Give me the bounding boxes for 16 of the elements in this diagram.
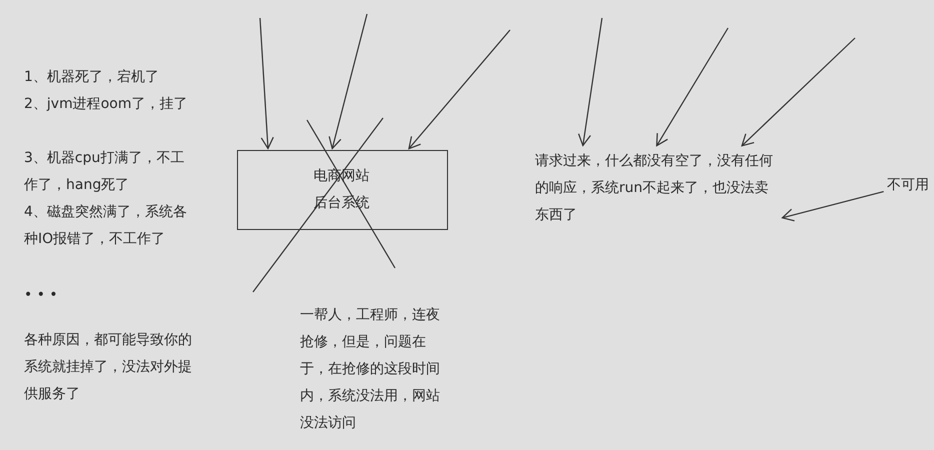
note-text: 请求过来，什么都没有空了，没有任何的响应，系统run不起来了，也没法卖东西了 [533,147,781,230]
arrow [578,18,603,146]
arrow [782,190,884,222]
note-text: 不可用 [885,172,934,199]
arrow [408,30,510,150]
list-item: 4、磁盘突然满了，系统各种IO报错了，不工作了 [24,203,188,249]
list-item: 2、jvm进程oom了，挂了 [24,95,188,114]
note-text: 各种原因，都可能导致你的系统就挂掉了，没法对外提供服务了 [24,331,193,404]
list-item: 1、机器死了，宕机了 [24,68,160,87]
list-item: 3、机器cpu打满了，不工作了，hang死了 [24,149,186,195]
arrow [741,38,856,146]
note-text: 一帮人，工程师，连夜抢修，但是，问题在于，在抢修的这段时间内，系统没法用，网站没法访问 [300,306,441,433]
arrow [656,28,729,146]
arrow [259,18,274,150]
arrow [328,14,368,150]
ellipsis-text: • • • [24,286,59,305]
